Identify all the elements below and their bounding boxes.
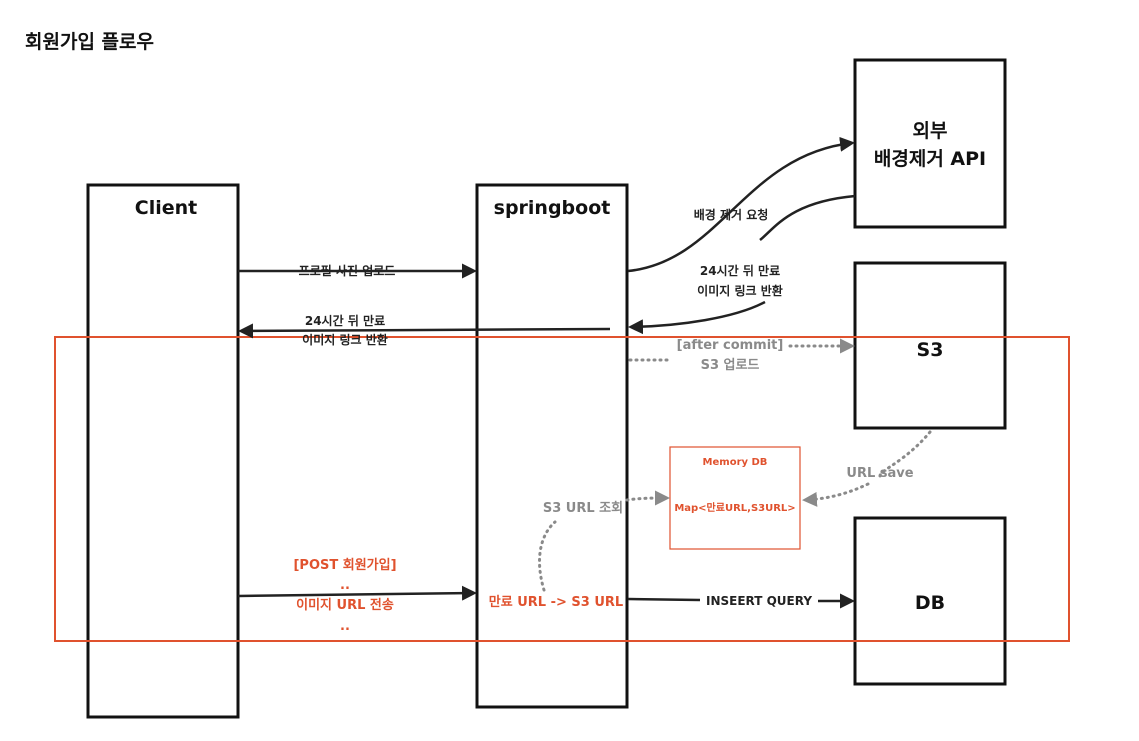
- api-return-arrow-lower: [628, 300, 766, 335]
- springboot-label: springboot: [494, 197, 611, 219]
- url-save-arrow-lower: [802, 482, 870, 507]
- url-save-arrow-upper: [878, 430, 932, 478]
- bg-remove-request-arrow: [627, 136, 855, 273]
- s3-url-lookup-arrow-upper: [625, 490, 670, 506]
- external-api-node: 외부 배경제거 API: [853, 58, 1007, 229]
- db-node: DB: [853, 516, 1007, 686]
- client-node: Client: [86, 183, 240, 719]
- signup-label-line1: [POST 회원가입]: [293, 557, 396, 573]
- page-title: 회원가입 플로우: [25, 31, 154, 53]
- signup-arrow: [237, 585, 477, 601]
- s3-url-lookup-arrow-lower: [538, 520, 557, 592]
- insert-query-label: INSEERT QUERY: [706, 594, 812, 608]
- after-commit-label-line2: S3 업로드: [701, 358, 760, 373]
- signup-label-line3: 이미지 URL 전송: [296, 597, 394, 613]
- memory-db-content: Map<만료URL,S3URL>: [674, 501, 795, 514]
- link-return-label-line2: 이미지 링크 반환: [302, 332, 388, 347]
- springboot-node: springboot: [475, 183, 629, 709]
- highlight-region: [54, 336, 1070, 642]
- db-label: DB: [915, 592, 945, 614]
- external-api-label-line2: 배경제거 API: [874, 148, 986, 170]
- s3-node: S3: [853, 261, 1007, 430]
- signup-label-line4: ..: [340, 619, 350, 634]
- s3-label: S3: [917, 339, 944, 361]
- link-return-label-line1: 24시간 뒤 만료: [305, 313, 385, 328]
- url-save-label: URL save: [846, 466, 913, 481]
- profile-upload-label: 프로필 사진 업로드: [299, 263, 396, 278]
- memory-db-box: Memory DB Map<만료URL,S3URL>: [669, 446, 801, 550]
- signup-label-line2: ..: [340, 578, 350, 593]
- s3-url-lookup-label: S3 URL 조회: [543, 500, 623, 516]
- after-commit-label-line1: [after commit]: [677, 338, 784, 353]
- api-return-label-line2: 이미지 링크 반환: [697, 283, 783, 298]
- insert-query-arrow-left: [627, 597, 701, 602]
- memory-db-title: Memory DB: [703, 457, 768, 468]
- link-return-arrow: [238, 323, 611, 339]
- client-label: Client: [135, 197, 197, 219]
- api-return-arrow-upper: [759, 194, 856, 241]
- bg-remove-request-label: 배경 제거 요청: [694, 207, 769, 222]
- url-convert-label: 만료 URL -> S3 URL: [489, 594, 623, 610]
- external-api-label-line1: 외부: [913, 120, 948, 142]
- api-return-label-line1: 24시간 뒤 만료: [700, 263, 780, 278]
